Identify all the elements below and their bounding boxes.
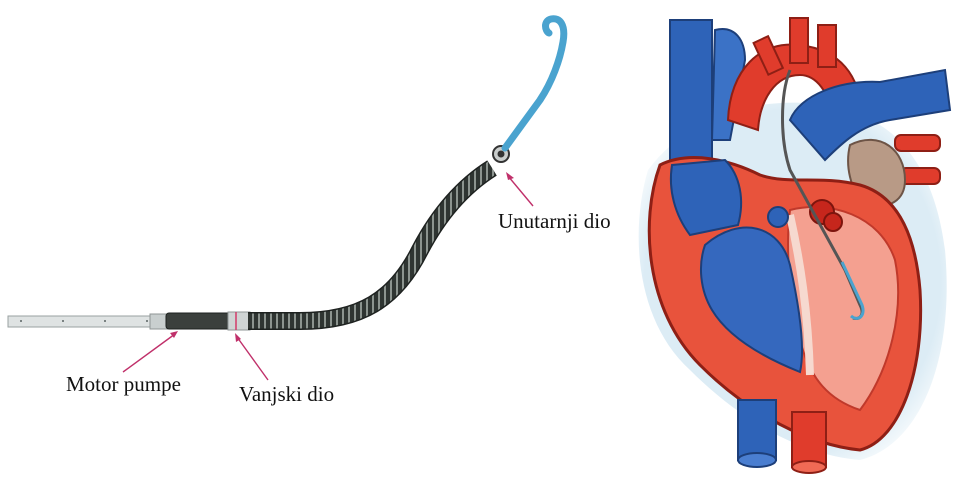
arrow-outer-part — [237, 337, 268, 380]
annotation-arrows — [123, 172, 533, 380]
label-pump-motor: Motor pumpe — [66, 372, 181, 397]
superior-vena-cava — [670, 20, 712, 175]
label-outer-part: Vanjski dio — [239, 382, 334, 407]
impella-device — [8, 19, 564, 330]
label-inner-part: Unutarnji dio — [498, 209, 611, 234]
arrow-pump-motor — [123, 334, 175, 372]
pigtail-tip — [505, 19, 564, 148]
arrow-inner-part — [508, 176, 533, 206]
pump-motor-housing — [166, 313, 234, 329]
inferior-vena-cava — [738, 400, 776, 460]
catheter-shaft — [8, 314, 168, 329]
heart-illustration — [639, 18, 950, 473]
descending-aorta — [792, 412, 826, 467]
